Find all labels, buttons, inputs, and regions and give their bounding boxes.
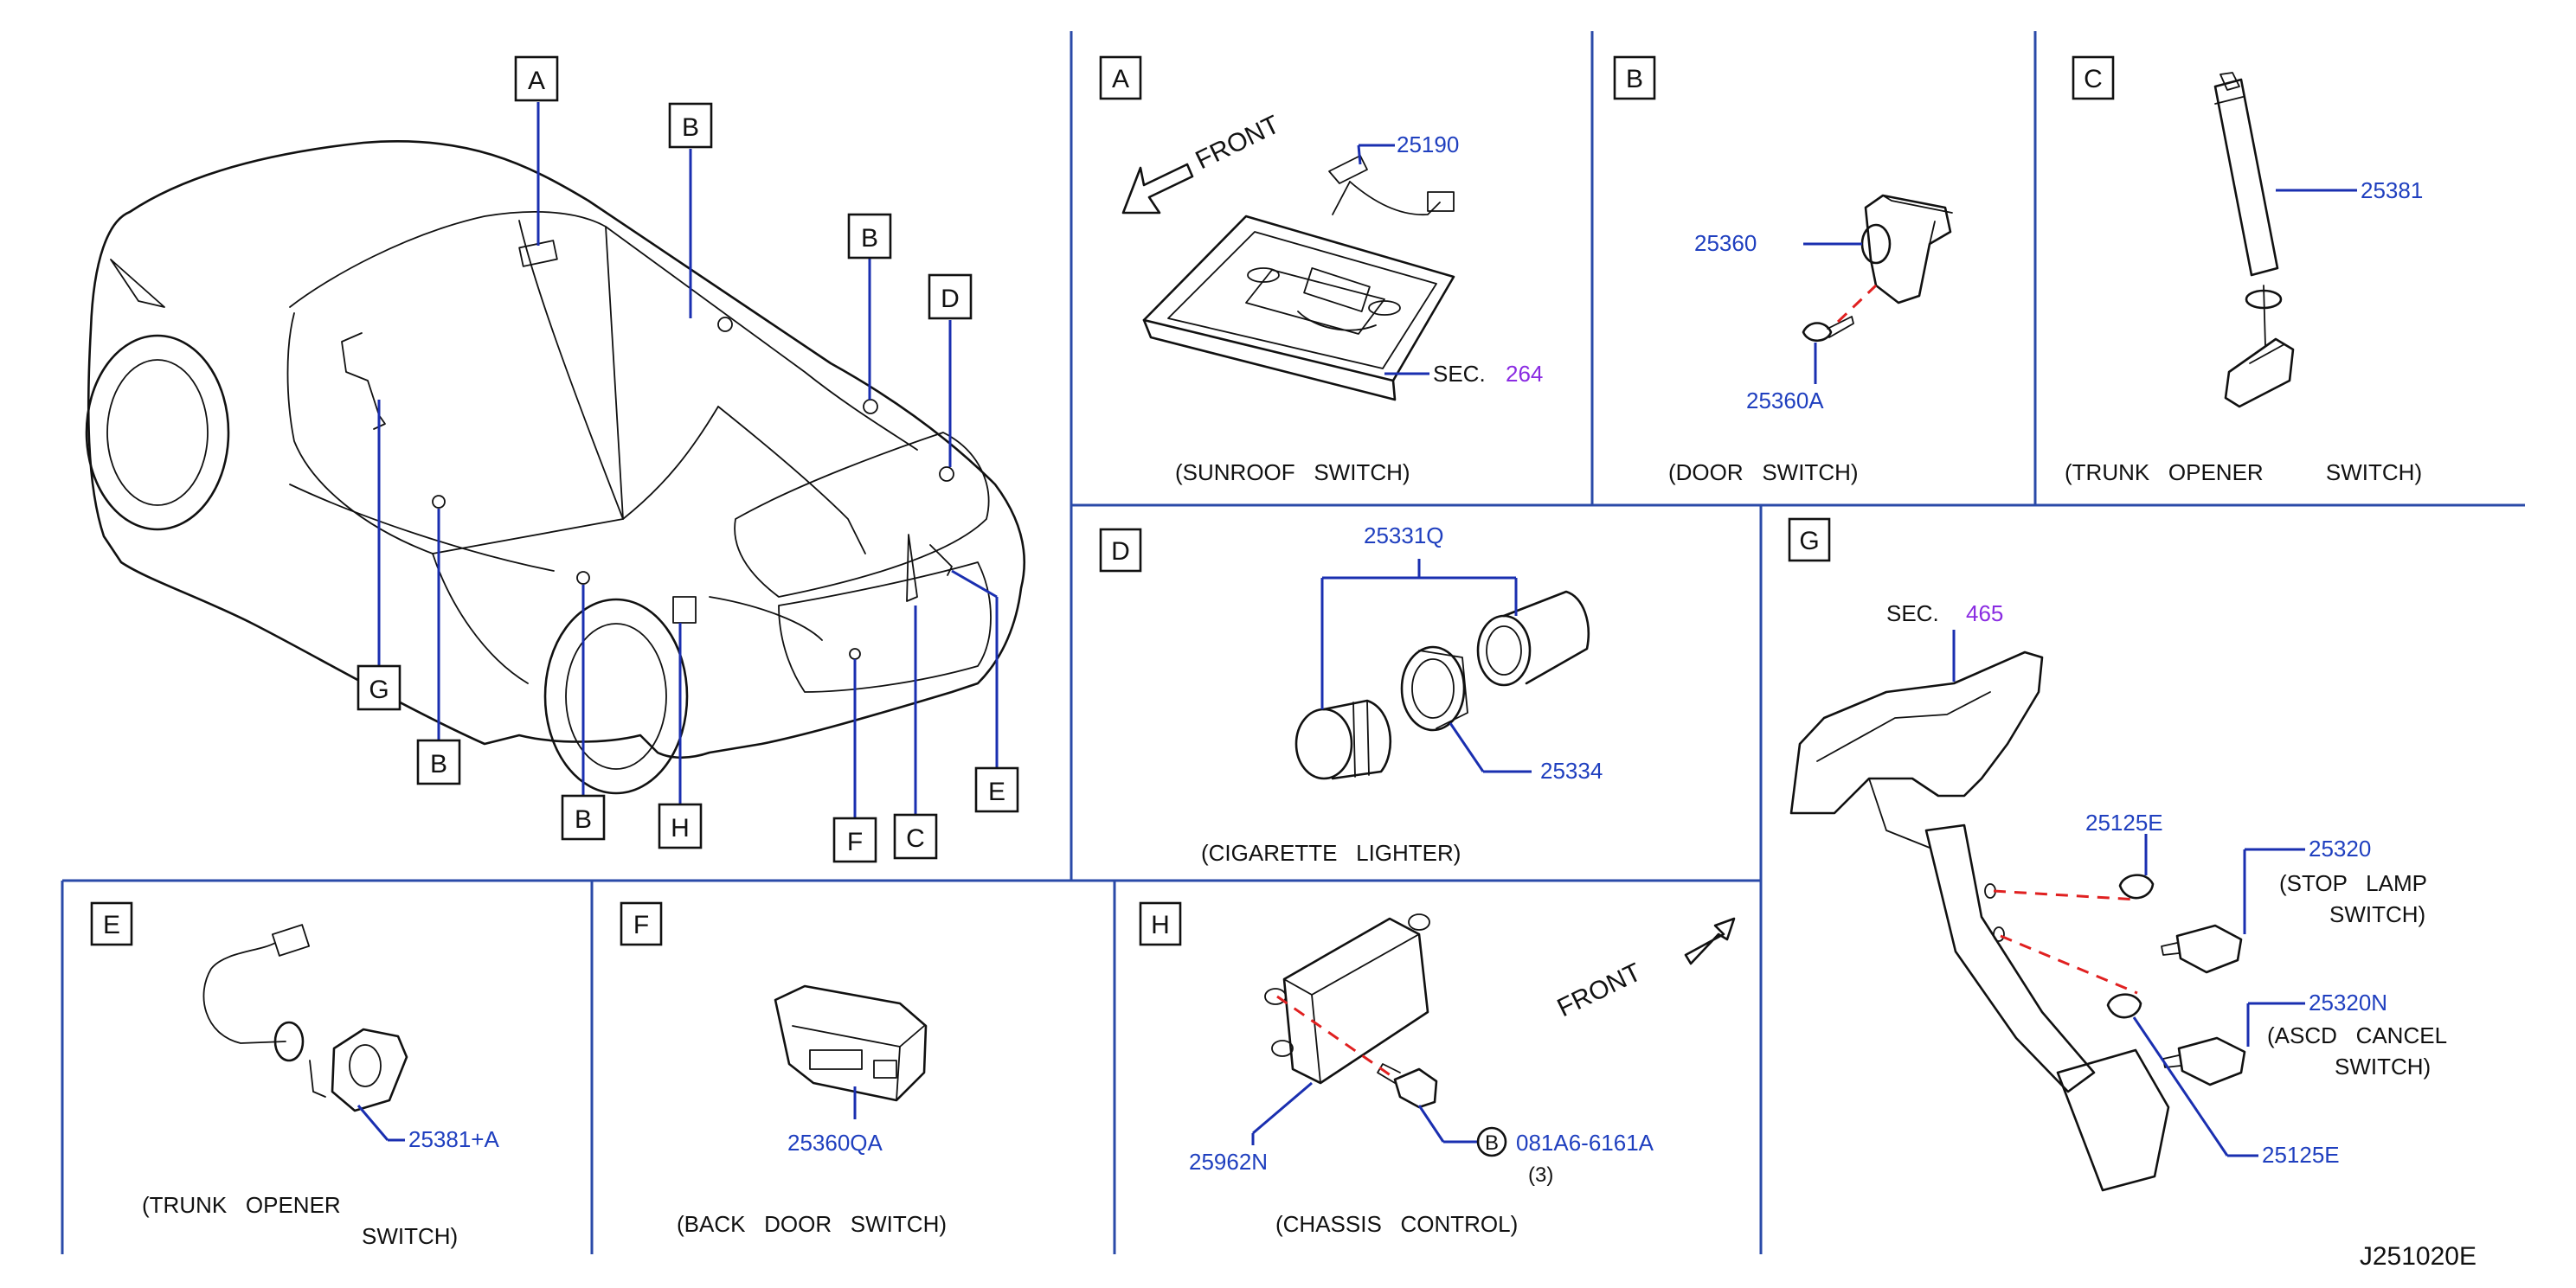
- part-25381: 25381: [2361, 177, 2423, 203]
- part-25360qa: 25360QA: [787, 1130, 883, 1156]
- trunk-opener-harness: [202, 942, 286, 1044]
- part-25190: 25190: [1397, 131, 1459, 157]
- door-switch-screw: [1802, 322, 1833, 343]
- part-25334: 25334: [1540, 758, 1603, 784]
- section-a-sunroof-switch: A FRONT 25190 SEC. 264 (SUNROOF SWITCH): [1099, 55, 1543, 485]
- ascd-caption-2: SWITCH): [2335, 1054, 2431, 1080]
- section-c-trunk-opener-switch: C 25381 (TRUNK OPENER SWITCH): [2065, 55, 2423, 485]
- section-b-caption: (DOOR SWITCH): [1668, 459, 1859, 485]
- part-25360: 25360: [1694, 230, 1757, 256]
- trunk-opener-handle: [2213, 78, 2279, 277]
- part-25320n: 25320N: [2309, 990, 2387, 1016]
- rear-window: [734, 432, 990, 598]
- section-a-sec-num: 264: [1506, 361, 1543, 387]
- diagram-code: J251020E: [2360, 1242, 2476, 1271]
- bolt-ref-letter: B: [1485, 1131, 1499, 1155]
- callout-b-roof: B: [682, 113, 699, 142]
- trunk-opener-switch-e: [331, 1028, 408, 1112]
- panel-dividers: [61, 31, 2525, 1254]
- ascd-cancel-switch: [2106, 993, 2246, 1086]
- bolt-qty: (3): [1528, 1163, 1553, 1187]
- section-g-pedal-switches: G SEC. 465 25125E 25320 (STOP L: [1788, 517, 2447, 1192]
- part-25320: 25320: [2309, 836, 2371, 862]
- section-e-caption-2: SWITCH): [362, 1223, 458, 1249]
- rear-wheel: [543, 598, 689, 795]
- section-f-letter: F: [633, 911, 649, 939]
- section-d-caption: (CIGARETTE LIGHTER): [1201, 840, 1461, 866]
- section-a-letter: A: [1112, 65, 1129, 93]
- chassis-control-bolt: [1393, 1067, 1438, 1109]
- callout-e: E: [988, 778, 1005, 806]
- section-b-letter: B: [1626, 65, 1643, 93]
- overview-callout-boxes: A B B D G B B H F C E: [357, 55, 1019, 863]
- part-25381-a: 25381+A: [408, 1126, 499, 1152]
- section-c-caption: (TRUNK OPENER SWITCH): [2065, 459, 2422, 485]
- callout-b-wheel: B: [575, 805, 592, 834]
- door-switch-body: [1864, 194, 1952, 304]
- bolt-ref-circle: [1476, 1126, 1507, 1157]
- front-arrow-icon: [1121, 163, 1194, 215]
- overview-leaders: [377, 102, 999, 822]
- section-e-caption-1: (TRUNK OPENER: [142, 1192, 341, 1218]
- section-e-trunk-opener-switch: E 25381+A (TRUNK OPENER SWITCH): [90, 901, 499, 1249]
- callout-g: G: [369, 676, 389, 704]
- stop-lamp-caption-1: (STOP LAMP: [2279, 870, 2427, 896]
- sunroof-harness: [1328, 155, 1368, 184]
- car-body-outline: [87, 139, 1026, 759]
- trunk-opener-switch-body: [2224, 337, 2295, 408]
- callout-d: D: [941, 285, 960, 313]
- section-h-front: FRONT: [1553, 958, 1646, 1022]
- section-f-back-door-switch: F 25360QA (BACK DOOR SWITCH): [620, 901, 947, 1237]
- callout-f: F: [847, 828, 863, 856]
- section-d-cigarette-lighter: D 25331Q 25334 (CIGARETTE LIGHTER): [1099, 522, 1603, 866]
- callout-c: C: [906, 824, 925, 853]
- front-arrow-h-icon: [1684, 917, 1736, 965]
- section-a-caption: (SUNROOF SWITCH): [1175, 459, 1410, 485]
- chassis-control-module: [1282, 917, 1429, 1085]
- section-b-door-switch: B 25360 25360A (DOOR SWITCH): [1613, 55, 1953, 485]
- callout-h: H: [671, 814, 690, 843]
- callout-b-side: B: [430, 750, 447, 779]
- section-a-front: FRONT: [1192, 110, 1284, 175]
- brake-pedal-pad: [2056, 1048, 2170, 1192]
- section-g-sec-label: SEC.: [1886, 600, 1939, 626]
- lighter-plug: [1294, 699, 1392, 780]
- stop-lamp-caption-2: SWITCH): [2329, 901, 2425, 927]
- front-wheel: [85, 334, 230, 531]
- part-25962n: 25962N: [1189, 1149, 1268, 1175]
- lighter-socket: [1476, 590, 1590, 687]
- pedal-bracket: [1789, 650, 2044, 815]
- section-d-letter: D: [1111, 537, 1130, 566]
- part-081a6-6161a: 081A6-6161A: [1516, 1130, 1654, 1156]
- section-g-letter: G: [1799, 527, 1819, 555]
- callout-a-top: A: [528, 67, 545, 95]
- part-25125e-top: 25125E: [2085, 810, 2163, 836]
- callout-b-rear: B: [861, 224, 878, 253]
- section-a-sec-label: SEC.: [1433, 361, 1486, 387]
- sunroof-console: [1142, 215, 1455, 382]
- stop-lamp-switch: [2118, 874, 2243, 974]
- section-f-caption: (BACK DOOR SWITCH): [677, 1211, 947, 1237]
- section-c-letter: C: [2084, 65, 2103, 93]
- part-25360a: 25360A: [1746, 388, 1824, 413]
- vehicle-overview: A B B D G B B H F C E: [85, 55, 1026, 863]
- section-h-caption: (CHASSIS CONTROL): [1275, 1211, 1518, 1237]
- brake-pedal-arm: [1924, 823, 2096, 1093]
- part-25125e-bottom: 25125E: [2262, 1142, 2340, 1168]
- section-e-letter: E: [103, 911, 120, 939]
- section-h-chassis-control: H FRONT 25962N B 081A6-6161A (3) (CHASSI…: [1139, 901, 1736, 1237]
- lighter-ring: [1400, 645, 1468, 732]
- part-25331q: 25331Q: [1364, 522, 1444, 548]
- ascd-caption-1: (ASCD CANCEL: [2267, 1022, 2447, 1048]
- section-g-sec-num: 465: [1966, 600, 2003, 626]
- back-door-switch-body: [774, 984, 928, 1102]
- section-h-letter: H: [1151, 911, 1170, 939]
